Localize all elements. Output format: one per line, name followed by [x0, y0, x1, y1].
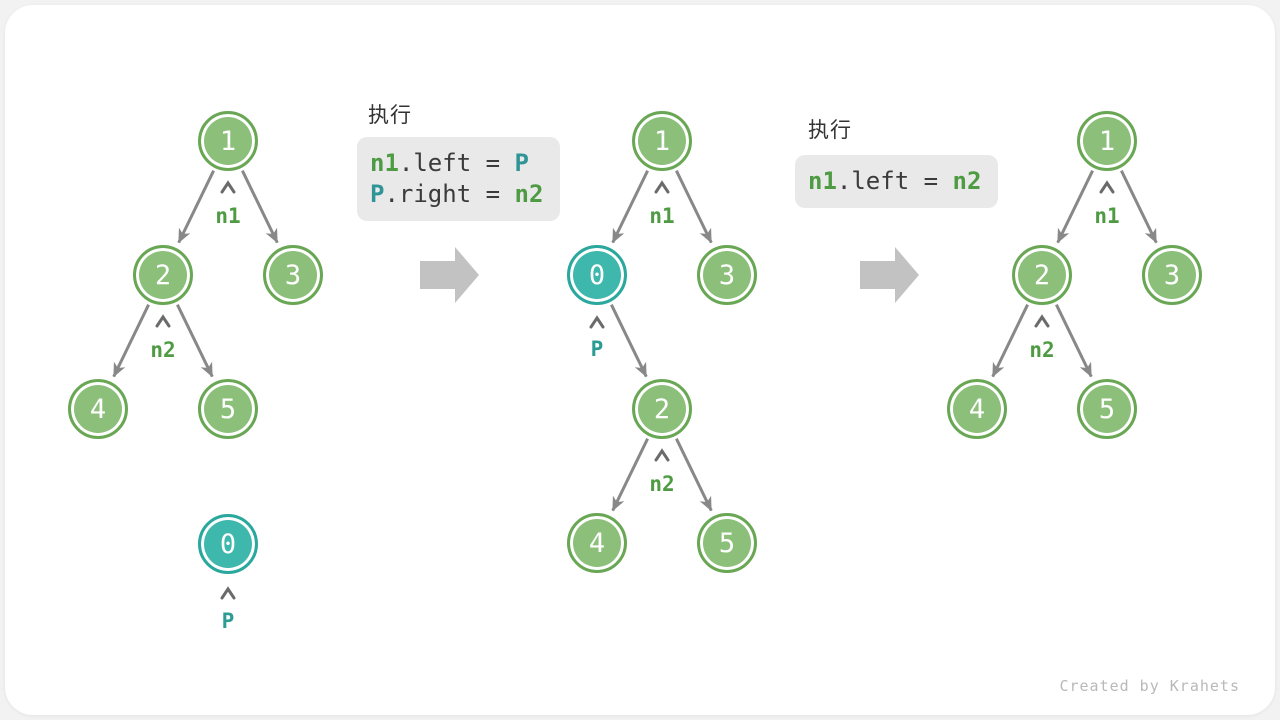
tree3-edges	[991, 170, 1158, 378]
tree3-pointer-n1: n1	[1094, 204, 1120, 228]
tree2-edge-0-2	[610, 304, 648, 378]
tree2-edges	[610, 170, 713, 512]
step2-code-block: n1.left = n2	[795, 155, 999, 208]
caret-icon	[654, 448, 670, 462]
tree2-edge-1-3	[675, 170, 713, 244]
step1-title: 执行	[368, 104, 412, 127]
tree3-pointer-n2: n2	[1029, 338, 1055, 362]
watermark-credit: Created by Krahets	[1059, 677, 1240, 695]
tree2-node-root: 1	[632, 111, 692, 171]
caret-icon	[589, 315, 605, 329]
tree1-node-right: 3	[263, 245, 323, 305]
tree2-pointer-n2: n2	[649, 472, 675, 496]
code-token: .left =	[836, 167, 953, 195]
code-token: n1	[370, 149, 399, 177]
tree1-pointer-n2: n2	[150, 338, 176, 362]
tree2-node-right: 3	[697, 245, 757, 305]
tree2-edge-1-0	[611, 170, 649, 244]
caret-icon	[220, 180, 236, 194]
tree1-node-root: 1	[198, 111, 258, 171]
big-right-arrow-icon	[860, 247, 919, 303]
code-token: .right =	[384, 180, 515, 208]
tree1-edges	[112, 170, 279, 378]
caret-icon	[220, 586, 236, 600]
tree1-node-left-right: 5	[198, 379, 258, 439]
code-token: P	[370, 180, 385, 208]
tree1-edge-2-4	[112, 304, 150, 378]
tree3-node-root: 1	[1077, 111, 1137, 171]
tree3-edge-2-5	[1055, 304, 1093, 378]
tree2-node-grand-left: 4	[567, 513, 627, 573]
step2-title: 执行	[808, 119, 852, 142]
tree1-edge-1-3	[241, 170, 279, 244]
caret-icon	[654, 180, 670, 194]
tree3-edge-2-4	[991, 304, 1029, 378]
pointer-carets	[155, 180, 1115, 600]
tree2-node-n2: 2	[632, 379, 692, 439]
tree3-node-left: 2	[1012, 245, 1072, 305]
tree2-pointer-n1: n1	[649, 204, 675, 228]
code-line: P.right = n2	[370, 179, 543, 210]
code-token: P	[514, 149, 529, 177]
tree2-edge-2-4	[611, 438, 649, 512]
code-line: n1.left = n2	[808, 166, 981, 197]
tree2-node-grand-right: 5	[697, 513, 757, 573]
caret-icon	[1099, 180, 1115, 194]
tree3-node-left-left: 4	[947, 379, 1007, 439]
tree3-edge-1-3	[1120, 170, 1158, 244]
code-token: n2	[514, 180, 544, 208]
step-arrows	[420, 247, 919, 303]
tree1-edge-2-5	[176, 304, 214, 378]
big-right-arrow-icon	[420, 247, 479, 303]
tree1-node-left: 2	[133, 245, 193, 305]
code-token: n1	[808, 167, 837, 195]
tree2-edge-2-5	[675, 438, 713, 512]
tree2-pointer-p: P	[590, 337, 604, 361]
tree2-node-p: 0	[567, 245, 627, 305]
tree1-node-detached-p: 0	[198, 514, 258, 574]
caret-icon	[1034, 314, 1050, 328]
tree1-node-left-left: 4	[68, 379, 128, 439]
caret-icon	[155, 314, 171, 328]
code-token: .left =	[398, 149, 515, 177]
tree1-pointer-n1: n1	[215, 204, 241, 228]
tree3-edge-1-2	[1056, 170, 1094, 244]
code-token: n2	[952, 167, 982, 195]
tree1-pointer-p: P	[221, 609, 235, 633]
code-line: n1.left = P	[370, 148, 543, 179]
tree3-node-left-right: 5	[1077, 379, 1137, 439]
tree1-edge-1-2	[177, 170, 215, 244]
step1-code-block: n1.left = P P.right = n2	[357, 137, 561, 221]
tree3-node-right: 3	[1142, 245, 1202, 305]
